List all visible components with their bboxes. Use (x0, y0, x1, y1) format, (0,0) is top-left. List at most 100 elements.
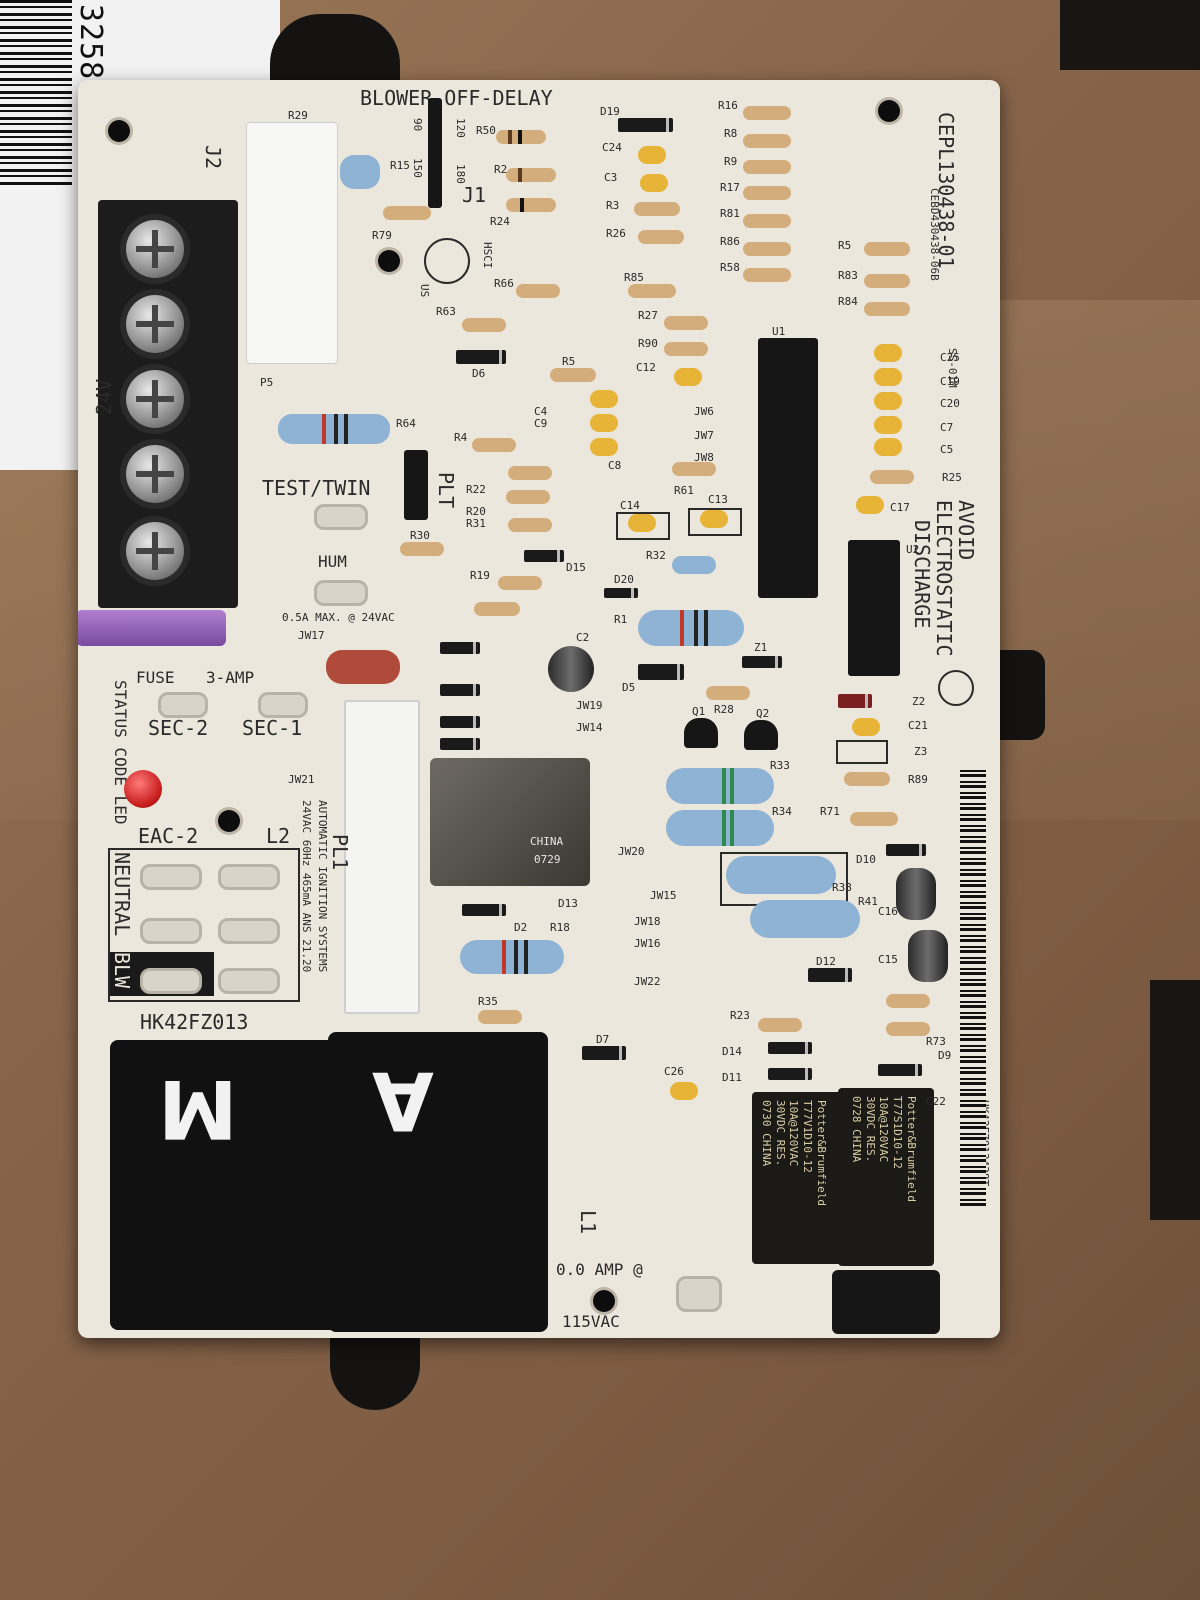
pl1-connector[interactable] (344, 700, 420, 1014)
ref-jw7: JW7 (694, 429, 714, 442)
ref-r27: R27 (638, 309, 658, 322)
neutral-spade-3[interactable] (218, 968, 280, 994)
resistor-r81 (743, 214, 791, 228)
electrostatic-label: ELECTROSTATIC (932, 500, 956, 657)
eac2-label: EAC-2 (138, 824, 199, 848)
sec1-label: SEC-1 (242, 716, 303, 740)
test-twin-header[interactable] (404, 450, 428, 520)
capacitor-c19 (874, 368, 902, 386)
ref-r35: R35 (478, 995, 498, 1008)
sec2-terminal[interactable] (158, 692, 208, 718)
blw-spade[interactable] (140, 968, 202, 994)
terminal-screw[interactable] (126, 445, 184, 503)
resistor-r38 (726, 856, 836, 894)
ref-r3: R3 (606, 199, 620, 212)
ref-r83: R83 (838, 269, 858, 282)
capacitor-c26 (670, 1082, 698, 1100)
neutral-spade-1[interactable] (140, 918, 202, 944)
dark-corner-right (1150, 980, 1200, 1220)
fuse-label: FUSE (136, 668, 175, 687)
resistor-r18 (460, 940, 564, 974)
resistor-r16 (743, 106, 791, 120)
j2-label: J2 (201, 145, 225, 170)
ref-r58: R58 (720, 261, 740, 274)
fuse-rating: 3-AMP (206, 668, 255, 687)
mounting-hole (878, 100, 900, 122)
ref-jw20: JW20 (618, 845, 645, 858)
resistor-r7 (886, 994, 930, 1008)
resistor-r24 (506, 198, 556, 212)
capacitor-c17 (856, 496, 884, 514)
diode-stack-1 (440, 642, 480, 654)
terminal-screw[interactable] (126, 220, 184, 278)
transistor-q1 (684, 718, 718, 748)
diode-d5 (638, 664, 684, 680)
ref-z3: Z3 (914, 745, 928, 758)
ref-jw8: JW8 (694, 451, 714, 464)
ref-d6: D6 (472, 367, 486, 380)
resistor-r63 (462, 318, 506, 332)
l1-terminal[interactable] (676, 1276, 722, 1312)
capacitor-c4 (590, 390, 618, 408)
mounting-hole (218, 810, 240, 832)
delay-180: 180 (454, 164, 467, 184)
ref-c16: C16 (878, 905, 898, 918)
diode-d20 (604, 588, 638, 598)
capacitor-c8 (590, 438, 618, 456)
ref-r86: R86 (720, 235, 740, 248)
diode-d14 (768, 1042, 812, 1054)
resistor-r27 (664, 316, 708, 330)
code-side: CEBD430438-06B (928, 188, 941, 281)
neutral-spade-2[interactable] (218, 918, 280, 944)
sec1-terminal[interactable] (258, 692, 308, 718)
power-connector[interactable] (832, 1270, 940, 1334)
capacitor-c25 (874, 344, 902, 362)
capacitor-c7 (874, 416, 902, 434)
diode-d6 (456, 350, 506, 364)
delay-90: 90 (411, 118, 424, 132)
eac2-spade[interactable] (140, 864, 202, 890)
ref-r5: R5 (838, 239, 852, 252)
terminal-screw[interactable] (126, 295, 184, 353)
line-terminal-outline (108, 848, 300, 1002)
terminal-screw[interactable] (126, 522, 184, 580)
resistor-r22a (508, 466, 552, 480)
delay-jumper-header[interactable] (428, 98, 442, 208)
test-twin-terminal[interactable] (314, 504, 368, 530)
resistor-r4 (472, 438, 516, 452)
ref-d5: D5 (622, 681, 636, 694)
resistor-r41 (750, 900, 860, 938)
resistor-r1 (638, 610, 744, 646)
resistor-r64 (278, 414, 390, 444)
capacitor-film (326, 650, 400, 684)
ignition-rating: 24VAC 60Hz 465mA ANS 21.20 (300, 800, 313, 973)
ref-c24: C24 (602, 141, 622, 154)
terminal-screw[interactable] (126, 370, 184, 428)
ref-d11: D11 (722, 1071, 742, 1084)
status-code-led (124, 770, 162, 808)
ref-r73: R73 (926, 1035, 946, 1048)
ref-c22: C22 (926, 1095, 946, 1108)
resistor-r58 (743, 268, 791, 282)
resistor-r26 (638, 230, 684, 244)
fuse-3-amp[interactable] (78, 610, 226, 646)
relay-a: A (328, 1032, 548, 1332)
ref-r24: R24 (490, 215, 510, 228)
capacitor-c16 (896, 868, 936, 920)
ref-r31: R31 (466, 517, 486, 530)
ref-r4: R4 (454, 431, 468, 444)
silver-relay (430, 758, 590, 886)
ref-r22: R22 (466, 483, 486, 496)
ref-z1: Z1 (754, 641, 768, 654)
ref-r66: R66 (494, 277, 514, 290)
ic-u2 (848, 540, 900, 676)
ref-jw16: JW16 (634, 937, 661, 950)
hum-terminal[interactable] (314, 580, 368, 606)
l2-spade-1[interactable] (218, 864, 280, 890)
ref-q1: Q1 (692, 705, 706, 718)
ref-r17: R17 (720, 181, 740, 194)
ref-r79: R79 (372, 229, 392, 242)
diode-d15 (524, 550, 564, 562)
ref-jw15: JW15 (650, 889, 677, 902)
ref-r28: R28 (714, 703, 734, 716)
